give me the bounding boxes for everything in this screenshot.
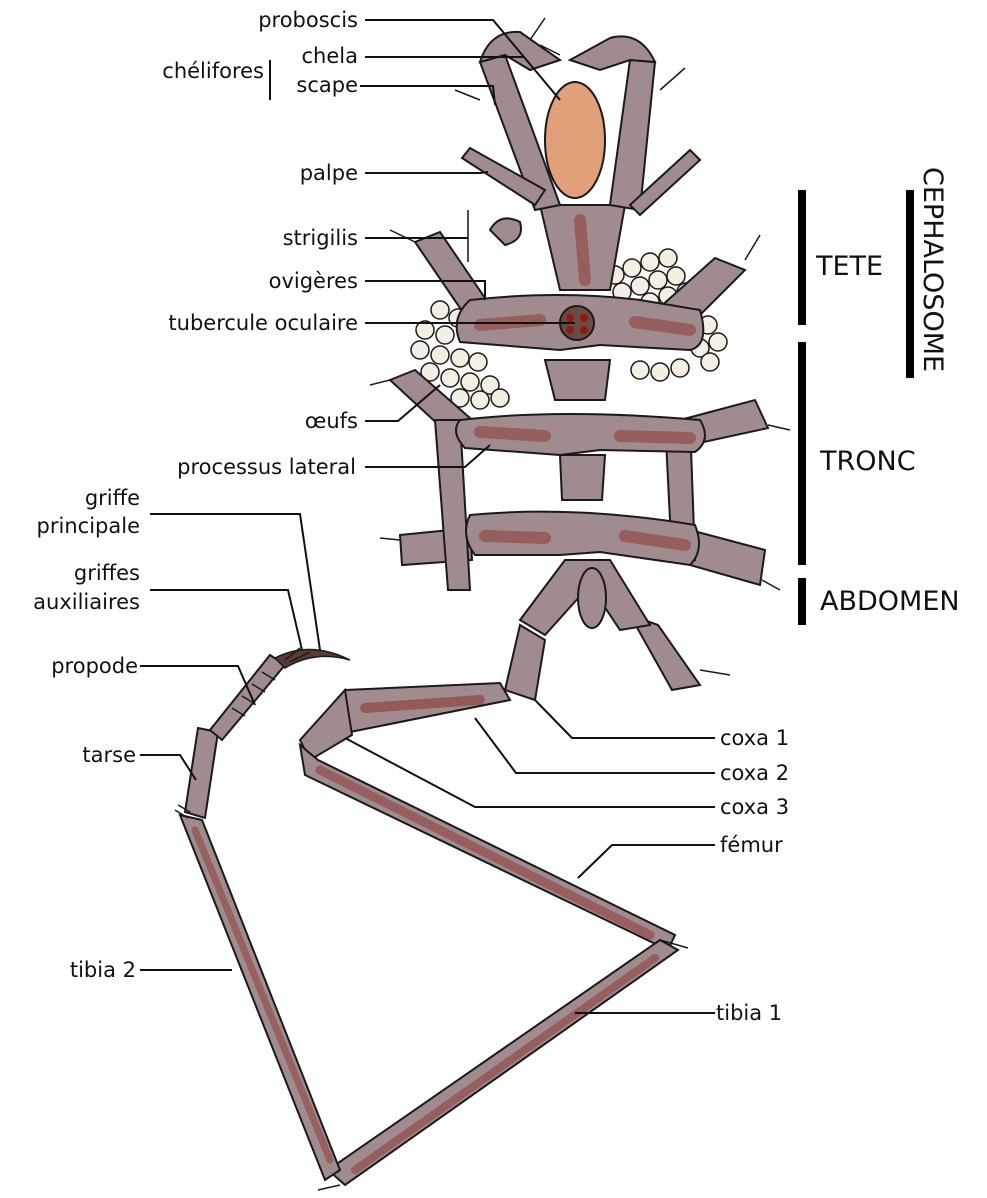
propode-segment [210, 655, 285, 740]
label-processus-lateral: processus lateral [177, 455, 356, 479]
strigilis [490, 218, 521, 245]
leg-3-right [690, 530, 765, 585]
label-griffe-principale-2: principale [37, 514, 140, 538]
label-griffes-auxiliaires-2: auxiliaires [33, 590, 140, 614]
label-oeufs: œufs [305, 409, 358, 433]
label-chela: chela [302, 44, 358, 68]
label-ovigeres: ovigères [269, 269, 358, 293]
label-strigilis: strigilis [283, 226, 358, 250]
label-propode: propode [51, 654, 138, 678]
region-abdomen: ABDOMEN [820, 586, 960, 617]
label-griffes-auxiliaires-1: griffes [74, 561, 140, 585]
label-griffe-principale-1: griffe [85, 486, 140, 510]
label-coxa-2: coxa 2 [720, 761, 789, 785]
proboscis-shape [545, 82, 605, 198]
tarse-segment [185, 728, 218, 818]
label-palpe: palpe [300, 161, 358, 185]
label-chelifores: chélifores [162, 59, 264, 83]
label-tarse: tarse [82, 743, 136, 767]
label-coxa-1: coxa 1 [720, 726, 789, 750]
label-coxa-3: coxa 3 [720, 795, 789, 819]
label-tubercule-oculaire: tubercule oculaire [168, 311, 358, 335]
coxa-3-segment [300, 690, 352, 760]
extended-leg [175, 625, 688, 1190]
region-tete: TETE [815, 251, 883, 282]
region-cephalosome: CEPHALOSOME [917, 167, 948, 372]
trunk-waist-1 [545, 360, 610, 400]
abdomen-segment [578, 568, 606, 628]
label-tibia-1: tibia 1 [716, 1001, 782, 1025]
trunk-waist-2 [560, 455, 605, 500]
coxa-1-segment [505, 625, 545, 700]
region-tronc: TRONC [819, 446, 916, 477]
label-proboscis: proboscis [258, 8, 358, 32]
label-tibia-2: tibia 2 [70, 958, 136, 982]
label-scape: scape [296, 73, 358, 97]
label-femur: fémur [720, 833, 783, 857]
